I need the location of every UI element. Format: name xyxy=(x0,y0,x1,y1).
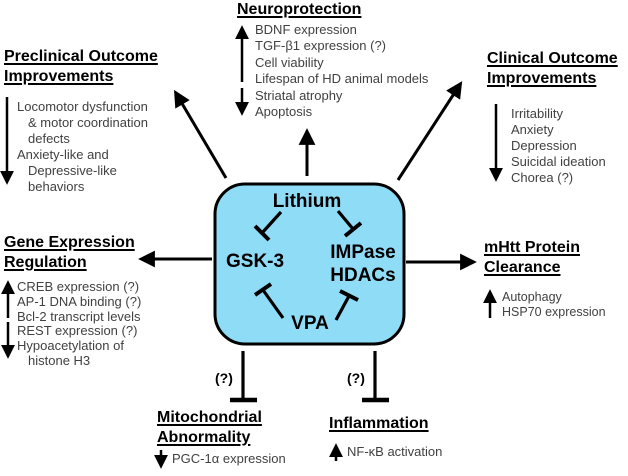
list-item: PGC-1α expression xyxy=(172,451,286,466)
title-line: mHtt Protein xyxy=(484,239,580,256)
clinical-item-list: Irritability Anxiety Depression Suicidal… xyxy=(511,106,606,186)
node-impase: IMPase xyxy=(330,242,396,263)
list-item: REST expression (?) xyxy=(17,323,138,339)
preclinical-item-list: Locomotor dysfunction & motor coordinati… xyxy=(17,99,148,195)
inhibit-line-lithium-impase xyxy=(336,209,355,231)
title-line: Clinical Outcome xyxy=(487,50,618,67)
node-vpa: VPA xyxy=(291,313,329,334)
list-item: histone H3 xyxy=(28,352,91,368)
section-title-gene-expression: Gene Expression Regulation xyxy=(4,233,135,273)
title-line: Clearance xyxy=(484,259,561,276)
inhibit-line-vpa-hdacs xyxy=(334,295,351,321)
inhibit-line-lithium-gsk3 xyxy=(260,210,283,235)
list-item: Hypoacetylation of xyxy=(17,338,124,354)
node-impase-hdacs: IMPase HDACs xyxy=(330,241,396,287)
section-title-clinical: Clinical Outcome Improvements xyxy=(487,49,618,88)
arrow-to-clinical xyxy=(396,81,463,181)
list-item: behaviors xyxy=(28,179,85,194)
list-item: Irritability xyxy=(511,106,564,121)
list-item: Locomotor dysfunction xyxy=(17,99,148,114)
list-item: Bcl-2 transcript levels xyxy=(17,308,141,324)
section-title-preclinical: Preclinical Outcome Improvements xyxy=(4,47,158,86)
list-item: Lifespan of HD animal models xyxy=(255,71,429,87)
title-line: Regulation xyxy=(4,254,87,271)
title-line: Gene Expression xyxy=(4,234,135,251)
title-line: Preclinical Outcome xyxy=(4,48,158,65)
arrow-to-preclinical xyxy=(174,89,228,179)
list-item: Depression xyxy=(511,138,577,153)
title-line: Improvements xyxy=(4,67,114,85)
uncertainty-label-mitochondrial: (?) xyxy=(215,370,233,386)
list-item: HSP70 expression xyxy=(502,304,606,319)
list-item: BDNF expression xyxy=(255,22,357,37)
inhibit-bar-vpa-gsk3 xyxy=(253,282,273,297)
node-hdacs: HDACs xyxy=(330,265,396,286)
list-item: Apoptosis xyxy=(255,104,313,120)
section-title-mhtt-clearance: mHtt Protein Clearance xyxy=(484,238,580,278)
list-item: AP-1 DNA binding (?) xyxy=(17,293,142,309)
list-item: Cell viability xyxy=(255,54,324,70)
inhibit-line-vpa-gsk3 xyxy=(261,289,285,319)
title-line: Abnormality xyxy=(157,428,251,446)
list-item: Anxiety-like and xyxy=(17,147,109,162)
list-item: Striatal atrophy xyxy=(255,87,343,103)
list-item: Autophagy xyxy=(502,290,562,304)
list-item: Suicidal ideation xyxy=(511,154,606,169)
node-lithium: Lithium xyxy=(272,191,342,212)
list-item: Anxiety xyxy=(511,122,554,137)
neuroprotection-item-list: BDNF expression TGF-β1 expression (?) Ce… xyxy=(255,22,428,120)
list-item: & motor coordination xyxy=(28,115,148,130)
list-item: NF-κB activation xyxy=(347,444,443,459)
list-item: Depressive-like xyxy=(28,163,117,178)
list-item: TGF-β1 expression (?) xyxy=(255,38,387,54)
list-item: defects xyxy=(28,131,70,146)
inhibit-bar-lithium-impase xyxy=(343,221,363,238)
list-item: Chorea (?) xyxy=(511,170,574,185)
gene-expression-item-list: CREB expression (?) AP-1 DNA binding (?)… xyxy=(17,279,142,369)
mitochondrial-item-list: PGC-1α expression xyxy=(172,451,286,466)
inhibit-bar-lithium-gsk3 xyxy=(253,224,271,242)
section-title-mitochondrial: Mitochondrial Abnormality xyxy=(157,408,262,447)
section-title-neuroprotection: Neuroprotection xyxy=(237,1,362,18)
title-line: Mitochondrial xyxy=(157,409,262,426)
inflammation-item-list: NF-κB activation xyxy=(347,444,442,459)
list-item: CREB expression (?) xyxy=(17,279,140,294)
mhtt-item-list: Autophagy HSP70 expression xyxy=(502,290,606,319)
section-title-inflammation: Inflammation xyxy=(329,415,429,432)
inhibit-bar-vpa-hdacs xyxy=(339,289,359,302)
uncertainty-label-inflammation: (?) xyxy=(347,370,365,386)
title-line: Improvements xyxy=(487,69,597,87)
node-gsk3: GSK-3 xyxy=(226,251,285,272)
